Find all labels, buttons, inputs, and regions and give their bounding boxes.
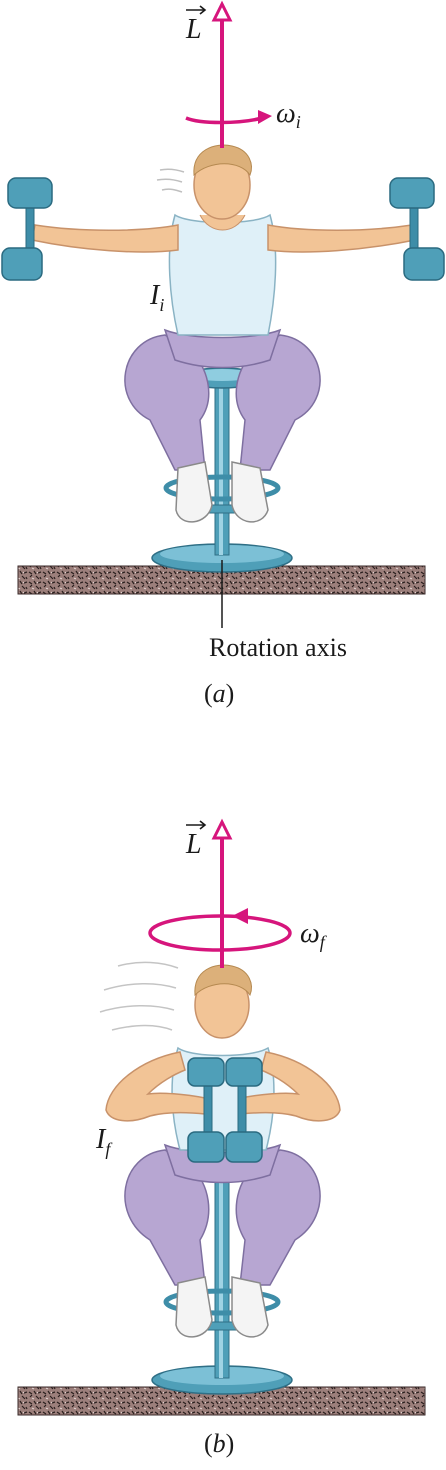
svg-text:L: L	[185, 829, 202, 860]
dumbbell-left	[1, 177, 53, 281]
angular-velocity-label: ωi	[276, 98, 301, 132]
person-legs	[124, 328, 321, 523]
panel-caption-b: (b)	[204, 1429, 234, 1458]
moment-of-inertia-label: Ii	[149, 280, 164, 315]
person-head	[156, 144, 252, 220]
dumbbell-right	[389, 177, 445, 281]
angular-momentum-vector	[211, 0, 233, 148]
angular-velocity-label: ωf	[300, 918, 328, 952]
panel-b: L ωf If (b)	[17, 818, 426, 1458]
angular-momentum-vector	[211, 818, 233, 968]
person-arms	[105, 1051, 341, 1122]
vector-label-L: L	[185, 5, 207, 45]
dumbbell-left	[187, 1057, 225, 1163]
vector-arrow-overbar	[186, 820, 207, 830]
person-arms	[31, 224, 416, 253]
dumbbell-right	[225, 1057, 263, 1163]
moment-of-inertia-label: If	[95, 1124, 113, 1159]
person-head	[99, 961, 252, 1039]
svg-text:L: L	[185, 14, 202, 45]
person-torso	[168, 213, 277, 336]
vector-label-L: L	[185, 820, 207, 860]
rotation-arrow	[185, 110, 272, 125]
panel-a: Rotation axis	[1, 0, 445, 708]
panel-caption-a: (a)	[204, 679, 234, 708]
rotation-axis-label: Rotation axis	[209, 633, 347, 662]
vector-arrow-overbar	[186, 5, 207, 15]
rotation-arrow	[148, 908, 292, 952]
